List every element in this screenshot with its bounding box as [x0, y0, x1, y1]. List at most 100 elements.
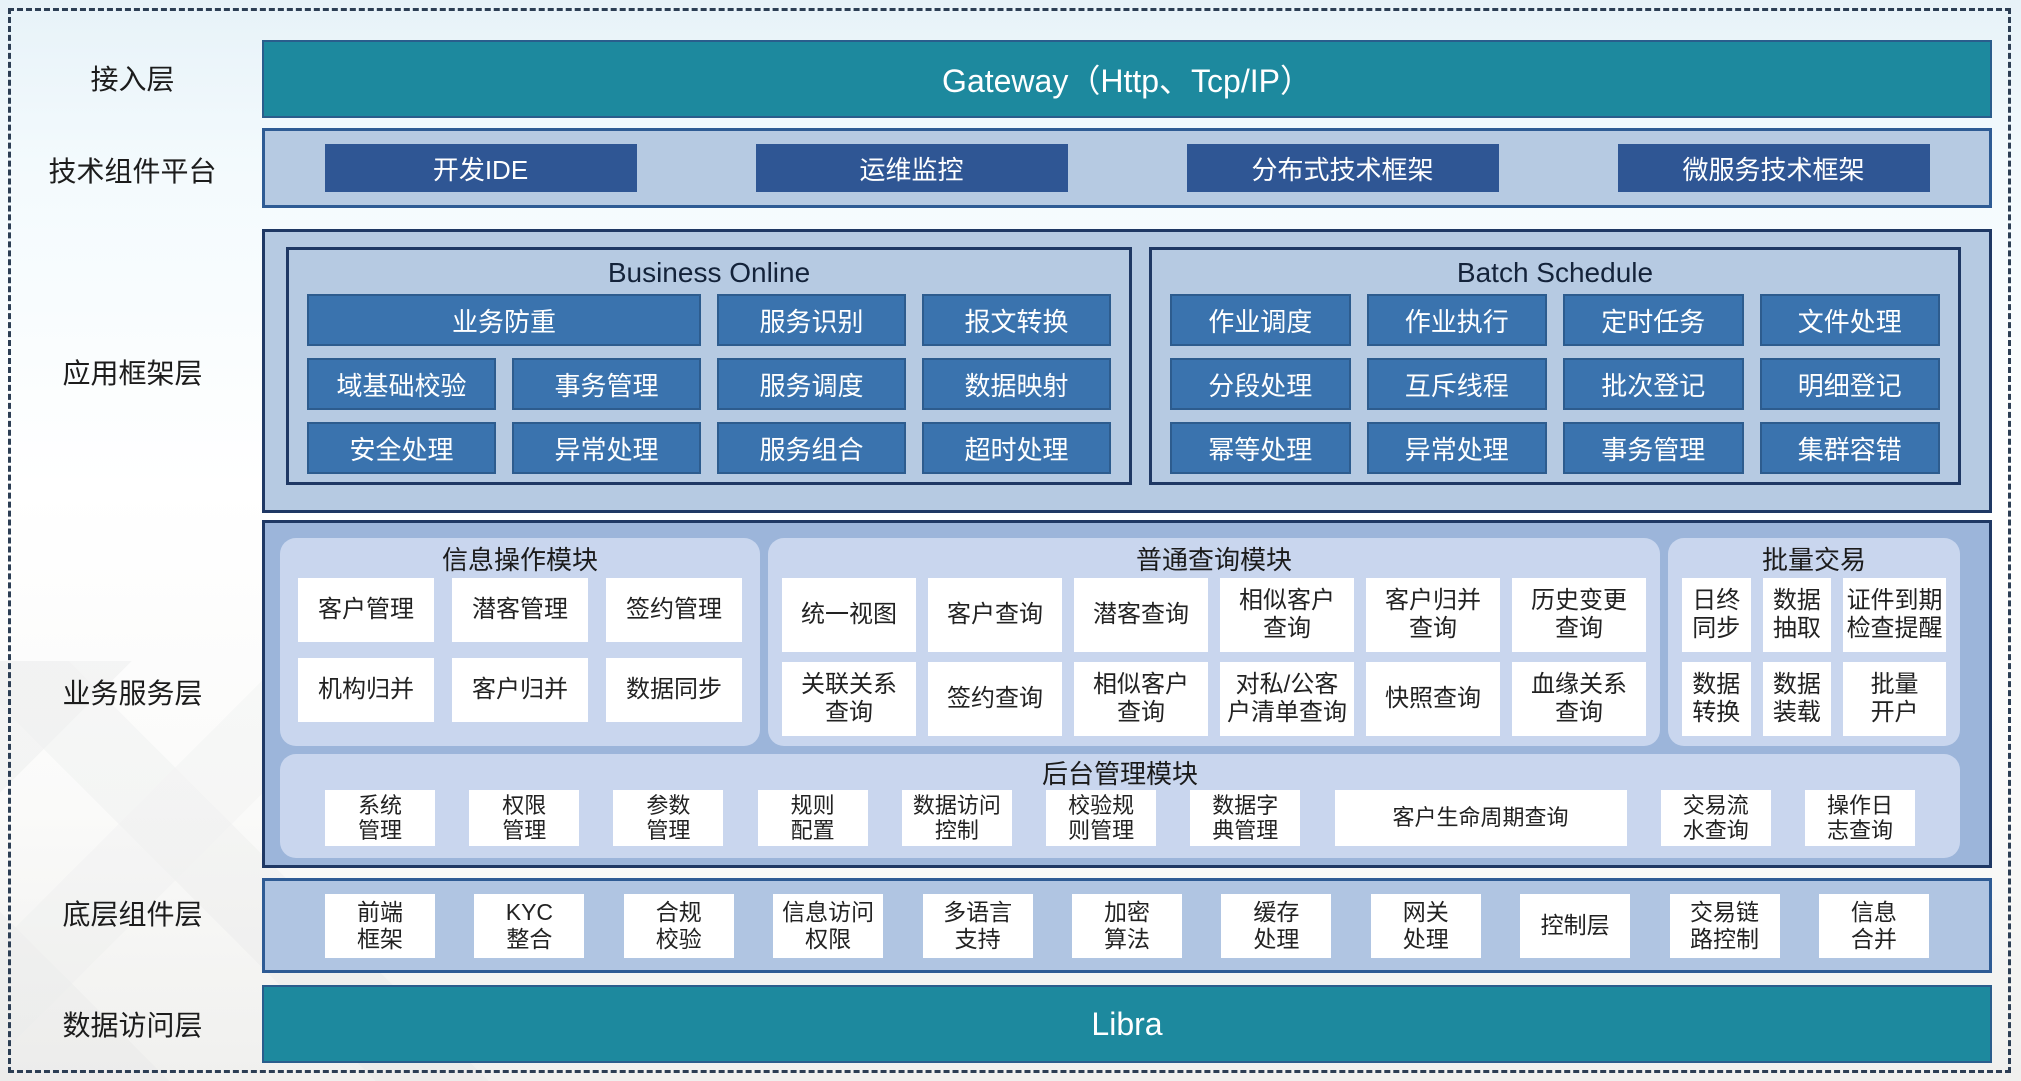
layer-label-app-framework: 应用框架层	[62, 358, 203, 389]
query-item: 客户查询	[928, 578, 1062, 652]
info-item: 签约管理	[606, 578, 742, 642]
batch-trade-item: 日终 同步	[1682, 578, 1751, 652]
batch-trade-item: 批量 开户	[1843, 662, 1946, 736]
layer-label-base-components: 底层组件层	[62, 899, 203, 930]
tech-item-dev-ide: 开发IDE	[324, 144, 637, 192]
base-item: 信息访问 权限	[773, 893, 884, 958]
base-components-panel: 前端 框架 KYC 整合 合规 校验 信息访问 权限 多语言 支持 加密 算法 …	[262, 878, 1992, 973]
batch-schedule-title: Batch Schedule	[1456, 257, 1654, 288]
query-item: 统一视图	[782, 578, 916, 652]
libra-bar: Libra	[262, 985, 1992, 1063]
bs-item: 事务管理	[1563, 422, 1744, 474]
app-framework-panel: Business Online 业务防重 服务识别 报文转换 域基础校验 事务管…	[262, 229, 1992, 513]
query-item: 血缘关系 查询	[1512, 662, 1646, 736]
bo-item: 域基础校验	[307, 358, 496, 410]
layer-label-business-service: 业务服务层	[62, 678, 203, 709]
info-operation-grid: 客户管理 潜客管理 签约管理 机构归并 客户归并 数据同步	[280, 578, 760, 722]
bo-item: 报文转换	[922, 294, 1111, 346]
query-item: 相似客户 查询	[1074, 662, 1208, 736]
business-service-panel: 信息操作模块 客户管理 潜客管理 签约管理 机构归并 客户归并 数据同步 普通查…	[262, 520, 1992, 868]
batch-schedule-panel: Batch Schedule 作业调度 作业执行 定时任务 文件处理 分段处理 …	[1149, 247, 1961, 485]
admin-item: 数据字 典管理	[1190, 790, 1301, 846]
admin-module-title: 后台管理模块	[1041, 759, 1198, 789]
bs-item: 分段处理	[1170, 358, 1351, 410]
query-item: 相似客户 查询	[1220, 578, 1354, 652]
general-query-title: 普通查询模块	[1135, 545, 1292, 575]
bo-item: 服务组合	[717, 422, 906, 474]
base-item: 合规 校验	[623, 893, 734, 958]
query-item: 潜客查询	[1074, 578, 1208, 652]
batch-trade-title: 批量交易	[1761, 545, 1866, 575]
general-query-module: 普通查询模块 统一视图 客户查询 潜客查询 相似客户 查询 客户归并 查询 历史…	[768, 538, 1660, 746]
admin-item: 规则 配置	[757, 790, 868, 846]
bs-item: 互斥线程	[1366, 358, 1547, 410]
batch-trade-item: 数据 转换	[1682, 662, 1751, 736]
info-operation-module: 信息操作模块 客户管理 潜客管理 签约管理 机构归并 客户归并 数据同步	[280, 538, 760, 746]
batch-trade-item: 数据 装载	[1762, 662, 1832, 736]
batch-trade-module: 批量交易 日终 同步 数据 抽取 证件到期 检查提醒 数据 转换 数据 装载 批…	[1668, 538, 1960, 746]
bo-item: 异常处理	[512, 422, 701, 474]
tech-item-ops-monitor: 运维监控	[755, 144, 1068, 192]
base-item: 网关 处理	[1370, 893, 1481, 958]
base-item: 加密 算法	[1071, 893, 1182, 958]
base-item: 多语言 支持	[922, 893, 1033, 958]
base-item: 控制层	[1520, 893, 1631, 958]
tech-platform-panel: 开发IDE 运维监控 分布式技术框架 微服务技术框架	[262, 128, 1992, 208]
business-online-title: Business Online	[607, 257, 811, 288]
info-item: 客户归并	[452, 658, 588, 722]
query-item: 客户归并 查询	[1366, 578, 1500, 652]
admin-item: 校验规 则管理	[1046, 790, 1157, 846]
business-online-grid: 业务防重 服务识别 报文转换 域基础校验 事务管理 服务调度 数据映射 安全处理…	[289, 294, 1129, 488]
info-item: 数据同步	[606, 658, 742, 722]
batch-trade-item: 证件到期 检查提醒	[1843, 578, 1946, 652]
base-item: 缓存 处理	[1221, 893, 1332, 958]
base-item: 信息 合并	[1818, 893, 1929, 958]
info-item: 潜客管理	[452, 578, 588, 642]
business-online-panel: Business Online 业务防重 服务识别 报文转换 域基础校验 事务管…	[286, 247, 1132, 485]
bs-item: 幂等处理	[1170, 422, 1351, 474]
bo-item: 事务管理	[512, 358, 701, 410]
base-item: 前端 框架	[325, 893, 435, 958]
query-item: 对私/公客 户清单查询	[1220, 662, 1354, 736]
bs-item: 作业执行	[1366, 294, 1547, 346]
bs-item: 集群容错	[1759, 422, 1940, 474]
gateway-bar: Gateway（Http、Tcp/IP）	[262, 40, 1992, 118]
query-item: 快照查询	[1366, 662, 1500, 736]
dashed-page-border	[8, 8, 2011, 1073]
base-item: 交易链 路控制	[1669, 893, 1780, 958]
tech-item-distributed-fw: 分布式技术框架	[1186, 144, 1499, 192]
bo-item: 数据映射	[922, 358, 1111, 410]
admin-module: 后台管理模块 系统 管理 权限 管理 参数 管理 规则 配置 数据访问 控制 校…	[280, 754, 1960, 858]
batch-trade-item: 数据 抽取	[1762, 578, 1832, 652]
bo-item: 服务调度	[717, 358, 906, 410]
bo-item: 业务防重	[307, 294, 701, 346]
bo-item: 安全处理	[307, 422, 496, 474]
bo-item: 超时处理	[922, 422, 1111, 474]
bs-item: 批次登记	[1563, 358, 1744, 410]
layer-label-tech-platform: 技术组件平台	[48, 156, 217, 187]
bs-item: 文件处理	[1759, 294, 1940, 346]
bs-item: 异常处理	[1366, 422, 1547, 474]
bs-item: 作业调度	[1170, 294, 1351, 346]
general-query-grid: 统一视图 客户查询 潜客查询 相似客户 查询 客户归并 查询 历史变更 查询 关…	[768, 578, 1660, 736]
info-operation-title: 信息操作模块	[441, 545, 598, 575]
bo-item: 服务识别	[717, 294, 906, 346]
base-item: KYC 整合	[474, 893, 585, 958]
admin-item: 交易流 水查询	[1660, 790, 1771, 846]
query-item: 关联关系 查询	[782, 662, 916, 736]
admin-item-customer-lifecycle: 客户生命周期查询	[1334, 790, 1627, 846]
bs-item: 定时任务	[1563, 294, 1744, 346]
info-item: 客户管理	[298, 578, 434, 642]
gateway-bar-label: Gateway（Http、Tcp/IP）	[942, 63, 1312, 99]
query-item: 签约查询	[928, 662, 1062, 736]
layer-label-data-access: 数据访问层	[62, 1010, 203, 1041]
query-item: 历史变更 查询	[1512, 578, 1646, 652]
admin-item: 系统 管理	[325, 790, 435, 846]
batch-schedule-grid: 作业调度 作业执行 定时任务 文件处理 分段处理 互斥线程 批次登记 明细登记 …	[1152, 294, 1958, 488]
admin-item: 参数 管理	[613, 790, 724, 846]
libra-bar-label: Libra	[1091, 1005, 1163, 1042]
admin-item: 数据访问 控制	[901, 790, 1012, 846]
admin-item: 操作日 志查询	[1804, 790, 1915, 846]
admin-module-row: 系统 管理 权限 管理 参数 管理 规则 配置 数据访问 控制 校验规 则管理 …	[280, 790, 1960, 846]
